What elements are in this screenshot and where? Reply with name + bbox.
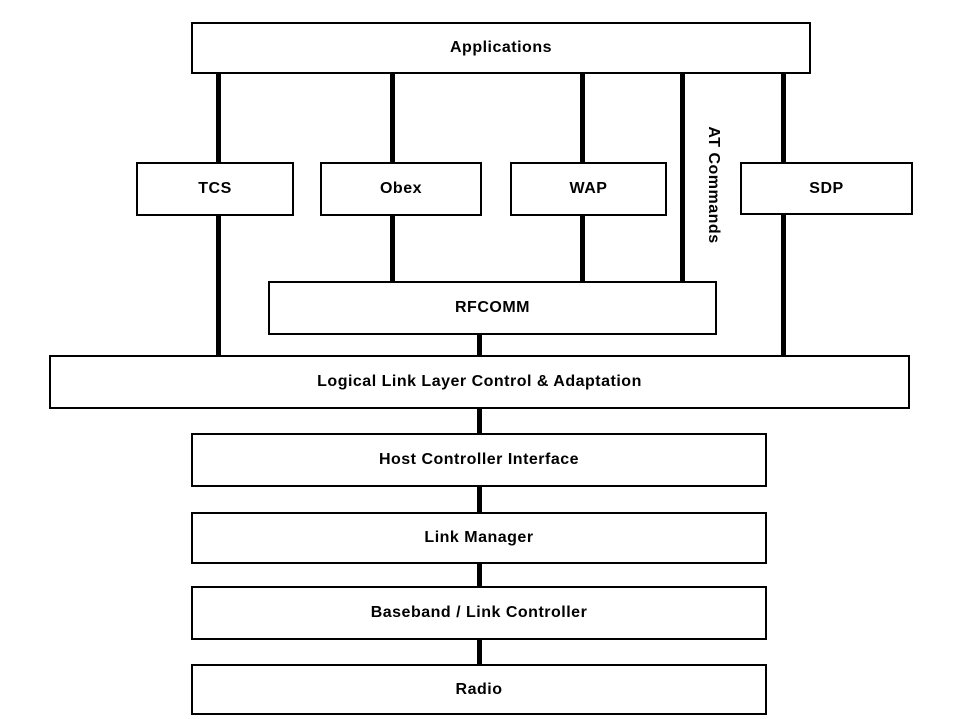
node-baseband-label: Baseband / Link Controller [370, 604, 588, 621]
connector-applications-obex [390, 74, 395, 162]
node-wap-label: WAP [569, 180, 608, 197]
connector-applications-wap [580, 74, 585, 162]
node-radio: Radio [191, 664, 767, 715]
node-tcs-label: TCS [198, 180, 232, 197]
connector-baseband-radio [477, 640, 482, 664]
node-rfcomm: RFCOMM [268, 281, 717, 335]
connector-applications-sdp [781, 74, 786, 162]
node-tcs: TCS [136, 162, 294, 216]
node-obex: Obex [320, 162, 482, 216]
connector-l2cap-hci [477, 409, 482, 433]
connector-hci-link-manager [477, 487, 482, 512]
node-applications-label: Applications [449, 39, 552, 56]
connector-applications-tcs [216, 74, 221, 162]
at-commands-label: AT Commands [705, 126, 722, 244]
connector-applications-rfcomm-at-commands [680, 74, 685, 281]
connector-wap-rfcomm [580, 216, 585, 281]
node-l2cap-label: Logical Link Layer Control & Adaptation [317, 373, 642, 390]
connector-tcs-l2cap [216, 216, 221, 355]
node-rfcomm-label: RFCOMM [455, 299, 530, 316]
node-link-manager: Link Manager [191, 512, 767, 564]
node-applications: Applications [191, 22, 811, 74]
connector-link-manager-baseband [477, 564, 482, 586]
node-obex-label: Obex [379, 180, 422, 197]
connector-sdp-l2cap [781, 215, 786, 355]
node-radio-label: Radio [455, 680, 503, 698]
connector-obex-rfcomm [390, 216, 395, 281]
node-wap: WAP [510, 162, 667, 216]
node-l2cap: Logical Link Layer Control & Adaptation [49, 355, 910, 409]
node-hci: Host Controller Interface [191, 433, 767, 487]
connector-rfcomm-l2cap [477, 335, 482, 355]
node-sdp-label: SDP [809, 179, 844, 197]
node-baseband: Baseband / Link Controller [191, 586, 767, 640]
node-link-manager-label: Link Manager [424, 529, 534, 546]
node-hci-label: Host Controller Interface [378, 451, 580, 468]
node-sdp: SDP [740, 162, 913, 215]
